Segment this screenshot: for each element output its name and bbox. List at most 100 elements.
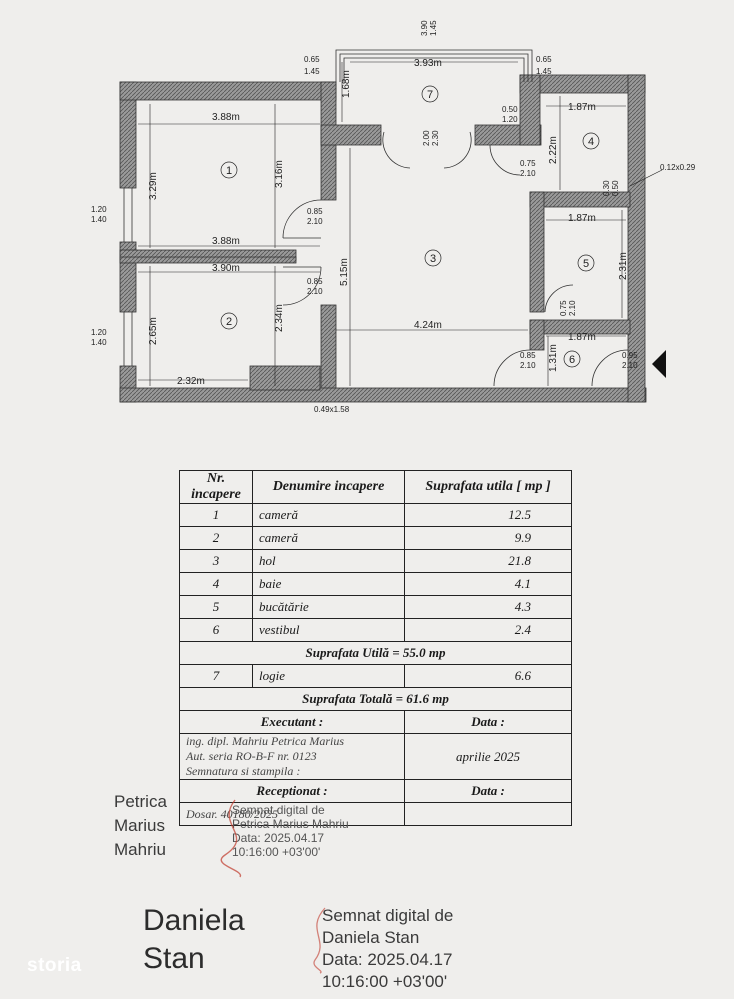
receptionat-body-row: Dosar. 40180/2025 (179, 802, 572, 826)
executant-line: Aut. seria RO-B-F nr. 0123 (186, 749, 317, 763)
door6-a: 0.85 (520, 351, 536, 360)
sig-detail-line: 10:16:00 +03'00' (232, 845, 321, 859)
row-area: 4.3 (404, 595, 572, 619)
row-area: 2.4 (404, 618, 572, 642)
sig-detail-line: Daniela Stan (322, 928, 420, 947)
header-name: Denumire incapere (252, 470, 405, 504)
row-area: 6.6 (404, 664, 572, 688)
row-nr: 7 (179, 664, 253, 688)
row-area: 4.1 (404, 572, 572, 596)
row-name: bucătărie (252, 595, 405, 619)
door-arcs (282, 131, 629, 387)
room-6-number: 6 (569, 354, 575, 366)
sig-name-line: Petrica (114, 792, 167, 811)
receptionat-cell: Dosar. 40180/2025 (179, 802, 405, 826)
row-area: 9.9 (404, 526, 572, 550)
sig-detail-line: Data: 2025.04.17 (322, 950, 453, 969)
executant-date-label: Data : (404, 710, 572, 734)
row-nr: 4 (179, 572, 253, 596)
sig-detail-line: 10:16:00 +03'00' (322, 972, 448, 991)
door5-b: 2.10 (568, 300, 577, 316)
bottom-win-size: 0.49x1.58 (314, 405, 350, 414)
floor-plan: 3.88m 3.29m 3.16m 3.88m 3.90m 2.65m 2.34… (91, 20, 696, 414)
dim-r5-h: 2.31m (618, 252, 629, 280)
recv-handwritten-signature (313, 907, 326, 974)
recv-signature-name: Daniela Stan (143, 902, 245, 978)
room-2-number: 2 (226, 316, 232, 328)
row-name: hol (252, 549, 405, 573)
door4-b: 2.10 (520, 169, 536, 178)
useful-total: Suprafata Utilă = 55.0 mp (179, 641, 572, 665)
sig-detail-line: Semnat digital de (322, 906, 454, 925)
entry-arrow-icon (652, 350, 666, 378)
logia-top-b: 1.45 (429, 20, 438, 36)
dim-r2-bottom: 2.32m (177, 376, 205, 387)
win2-b: 1.40 (91, 338, 107, 347)
dim-r1-w: 3.88m (212, 112, 240, 123)
row-area: 12.5 (404, 503, 572, 527)
row-name: cameră (252, 503, 405, 527)
sig-detail-line: Data: 2025.04.17 (232, 831, 325, 845)
dim-hall-w: 4.24m (414, 320, 442, 331)
win1-b: 1.40 (91, 215, 107, 224)
executant-line: Semnatura si stampila : (186, 764, 301, 778)
sig-name-line: Mahriu (114, 840, 166, 859)
dim-r5-w: 1.87m (568, 213, 596, 224)
grand-total: Suprafata Totală = 61.6 mp (179, 687, 572, 711)
door2-b: 2.10 (307, 287, 323, 296)
row-area: 21.8 (404, 549, 572, 573)
dim-hall-h: 5.15m (339, 258, 350, 286)
row-nr: 1 (179, 503, 253, 527)
dimension-lines (138, 61, 663, 386)
executant-date: aprilie 2025 (404, 733, 572, 780)
dim-r1-h-out: 3.29m (148, 172, 159, 200)
door6-b: 2.10 (520, 361, 536, 370)
room-4-number: 4 (588, 136, 594, 148)
sig-name-line: Daniela (143, 904, 245, 937)
logia-top-a: 3.90 (420, 20, 429, 36)
receptionat-date (404, 802, 572, 826)
exec-signature-details: Semnat digital de Petrica Marius Mahriu … (232, 803, 349, 859)
vent-b: 0.50 (611, 180, 620, 196)
dim-r4-w: 1.87m (568, 102, 596, 113)
grand-total-row: Suprafata Totală = 61.6 mp (179, 687, 572, 711)
sig-name-line: Stan (143, 942, 205, 975)
row-nr: 3 (179, 549, 253, 573)
sig-name-line: Marius (114, 816, 166, 835)
win2-a: 1.20 (91, 328, 107, 337)
executant-line: ing. dipl. Mahriu Petrica Marius (186, 734, 344, 748)
receptionat-label: Receptionat : (179, 779, 405, 803)
door5-a: 0.75 (559, 300, 568, 316)
executant-label: Executant : (179, 710, 405, 734)
room-3-number: 3 (430, 253, 436, 265)
row-nr: 5 (179, 595, 253, 619)
executant-cell: ing. dipl. Mahriu Petrica Marius Aut. se… (179, 733, 405, 780)
dim-r2-h-out: 2.65m (148, 317, 159, 345)
win1-a: 1.20 (91, 205, 107, 214)
dim-r6-w: 1.87m (568, 332, 596, 343)
dosar-number: Dosar. 40180/2025 (186, 807, 279, 821)
storia-logo[interactable]: storia (27, 955, 82, 976)
vent-a: 0.30 (602, 180, 611, 196)
entry-a: 0.95 (622, 351, 638, 360)
recv-signature-details: Semnat digital de Daniela Stan Data: 202… (322, 905, 453, 993)
table-header: Nr. incapere Denumire incapere Suprafata… (179, 470, 572, 504)
executant-header-row: Executant : Data : (179, 710, 572, 734)
header-area: Suprafata utila [ mp ] (404, 470, 572, 504)
door1-b: 2.10 (307, 217, 323, 226)
row-nr: 2 (179, 526, 253, 550)
exec-signature-name: Petrica Marius Mahriu (114, 790, 167, 862)
exec-handwritten-signature (220, 799, 241, 878)
windows (123, 188, 133, 366)
dim-r1-h-in: 3.16m (274, 160, 285, 188)
row-name: logie (252, 664, 405, 688)
dim-r2-top: 3.90m (212, 263, 240, 274)
room-numbers (220, 85, 600, 368)
useful-total-row: Suprafata Utilă = 55.0 mp (179, 641, 572, 665)
